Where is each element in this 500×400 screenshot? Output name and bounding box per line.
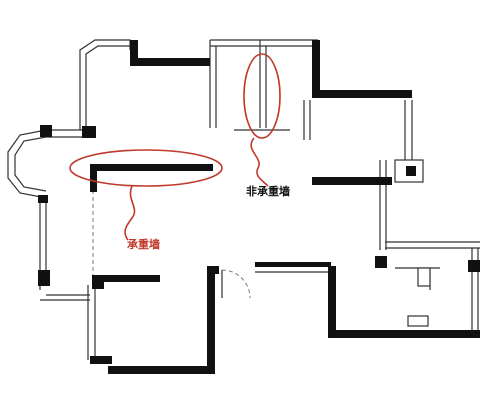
wall-lower-left-stub — [92, 275, 104, 289]
wall-block-3 — [38, 195, 48, 203]
wall-load-bearing-horizontal — [93, 164, 213, 171]
wall-block-5 — [375, 256, 387, 268]
wall-lower-left-horizontal — [92, 275, 160, 282]
wall-bottom-right-vertical — [328, 266, 336, 336]
load-bearing-label: 承重墙 — [127, 238, 160, 251]
wall-bottom-center-top-stub — [207, 266, 219, 274]
load-bearing-circle — [69, 149, 223, 187]
wall-block-7 — [406, 166, 416, 176]
bay-window-top-left — [79, 39, 131, 60]
wall-block-4 — [38, 270, 50, 286]
non-load-bearing-circle — [243, 53, 281, 139]
left-octagon-bay — [7, 129, 47, 199]
wall-top-left-b — [130, 58, 210, 66]
door-swing — [221, 269, 251, 299]
wall-top-right-a — [312, 40, 320, 96]
wall-lower-left-bottom — [90, 356, 112, 364]
wall-right-mid-horizontal — [312, 177, 392, 185]
load-bearing-leader — [124, 185, 136, 241]
fixture-1 — [417, 267, 431, 287]
wall-top-left-a — [130, 40, 138, 62]
wall-block-6 — [468, 260, 480, 272]
non-load-bearing-leader — [250, 137, 269, 187]
wall-top-right-b — [312, 90, 412, 98]
wall-bottom-center-horizontal — [108, 366, 215, 374]
left-octagon-bay-inner — [14, 136, 47, 192]
wall-bottom-right-horizontal — [328, 330, 480, 338]
wall-block-2 — [40, 125, 52, 137]
annotations — [69, 53, 281, 241]
fixture-2 — [407, 315, 429, 327]
wall-load-bearing-vertical — [90, 164, 97, 192]
wall-door-top — [255, 262, 331, 267]
wall-block-1 — [82, 126, 96, 138]
wall-bottom-center-vertical — [207, 268, 215, 373]
bay-window-top-left-inner — [85, 45, 130, 62]
non-load-bearing-label: 非承重墙 — [246, 185, 290, 198]
walls — [38, 40, 480, 374]
